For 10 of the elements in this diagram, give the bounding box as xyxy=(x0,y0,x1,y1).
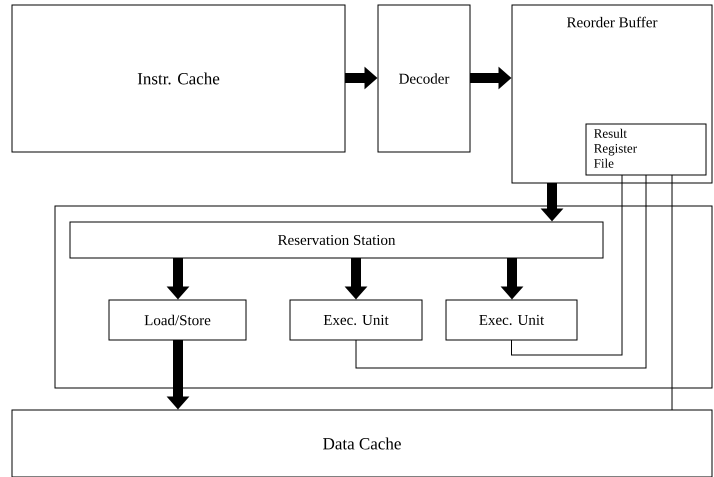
connector-line xyxy=(511,175,622,356)
station-box: Reservation Station xyxy=(70,222,604,258)
unit-box: Load/Store xyxy=(108,300,246,340)
unit-box: Exec. Unit xyxy=(446,300,578,340)
register-file-box: Result Register File xyxy=(586,124,706,176)
cache-box: Instr. Cache xyxy=(12,4,346,152)
connector-line xyxy=(356,175,646,368)
decoder-box: Decoder xyxy=(378,4,470,152)
unit-box: Exec. Unit xyxy=(290,300,422,340)
cache-box: Data Cache xyxy=(12,410,712,477)
